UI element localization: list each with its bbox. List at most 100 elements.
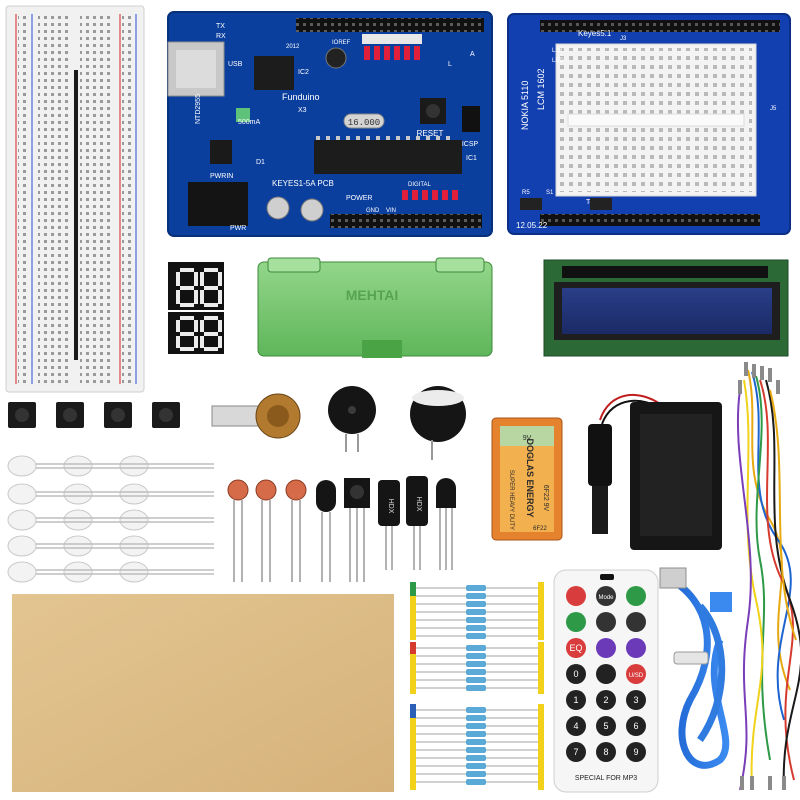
remote-key [566,742,586,762]
usb-chip [254,56,294,90]
remote-key [566,612,586,632]
push-button [56,402,84,428]
push-button [8,402,36,428]
potentiometer [211,393,301,439]
capacitor [266,196,290,220]
battery-code: 9V [523,435,532,442]
proto-date-label: 12.05.22 [516,221,548,230]
remote-key [566,664,586,684]
remote-key [566,716,586,736]
transistor [436,478,456,570]
push-button [152,402,180,428]
remote-key-label: 9 [633,747,638,757]
photoresistor [285,479,307,582]
ioref-label: IOREF [332,40,351,46]
usb-cable [659,567,732,769]
gnd-label: GND [366,208,380,214]
resistor-pack [410,642,544,694]
dc-jack [188,182,248,226]
ic2-label: IC2 [298,69,309,76]
remote-key [626,742,646,762]
remote-key [626,716,646,736]
x3-label: X3 [298,107,307,114]
remote-key-label: 1 [573,695,578,705]
lcd-screen [562,288,772,334]
proto-brand-label: Keyes5.1 [578,29,612,38]
remote-key [626,690,646,710]
arduino-board: 16.000 RESET ICSP Funduino KEYES1-5A PCB… [167,11,493,237]
box-logo: MEHTAI [346,287,399,303]
a-label: A [470,51,475,58]
remote-key [596,586,616,606]
lcd-module [543,259,789,357]
remote-key [566,638,586,658]
jumper-wires [736,369,800,791]
resistor-pack [410,704,544,790]
r5-label: R5 [522,190,530,196]
remote-key-label: 4 [573,721,578,731]
capacitor: HDX [406,476,428,570]
lcd-label: LCM 1602 [536,68,546,110]
crystal [343,113,385,129]
resistor-pack [410,582,544,640]
usb-label: USB [228,61,243,68]
led-label: LED [552,58,564,64]
remote-key-label: 8 [603,747,608,757]
regulator-label: NTD2955 [195,94,202,124]
buzzer [328,386,376,452]
breadboard [5,5,145,393]
battery-9v: DOGLAS ENERGY SUPER HEAVY DUTY 6F22 9V 9… [491,417,563,541]
battery-sub: SUPER HEAVY DUTY [508,470,514,530]
pwr-label: PWR [230,225,246,232]
j3-label: J3 [620,36,627,42]
icsp-label: ICSP [462,141,479,148]
proto-reset-button[interactable] [520,198,542,210]
remote-key-label: 5 [603,721,608,731]
battery-holder [588,393,722,550]
remote-key [626,638,646,658]
date-label: 2012 [286,44,300,50]
battery-voltage: 6F22 9V [542,485,549,512]
remote-key-label: 6 [633,721,638,731]
component-box: MEHTAI [257,257,493,358]
remote-key [596,690,616,710]
cap-label: HDX [415,497,422,512]
buzzer [410,386,466,460]
photoresistor [227,479,249,582]
battery-code-2: 6F22 [533,526,547,532]
remote-key [566,586,586,606]
vin-label: VIN [386,208,396,214]
proto-test-button[interactable] [590,198,612,210]
remote-key-label: 7 [573,747,578,757]
l13-label: L13 [552,48,563,54]
remote-key [596,664,616,684]
remote-key-label: 2 [603,695,608,705]
l-label: L [448,61,452,68]
remote-key-label: 3 [633,695,638,705]
rx-label: RX [216,33,226,40]
cap-label: HDX [387,499,394,514]
photoresistor [255,479,277,582]
remote-key [626,586,646,606]
crystal-label: 16.000 [348,118,380,128]
nokia-label: NOKIA 5110 [520,81,530,130]
remote-key [596,716,616,736]
remote-key [596,742,616,762]
brand-label: Funduino [282,92,320,102]
led-grid [7,455,214,583]
remote-key [596,638,616,658]
reset-label: RESET [417,129,444,138]
power-label: POWER [346,195,372,202]
cardboard-sheet [12,594,394,792]
j5-label: J5 [770,106,777,112]
icsp-header [462,106,480,132]
capacitor: HDX [378,480,400,570]
push-button [104,402,132,428]
digital-label: DIGITAL [408,182,432,188]
seven-segment-display [168,262,224,310]
capacitor [325,47,347,69]
ir-receiver [344,478,370,582]
battery-brand: DOGLAS ENERGY [525,438,535,517]
remote-key-label: Mode [598,595,614,601]
